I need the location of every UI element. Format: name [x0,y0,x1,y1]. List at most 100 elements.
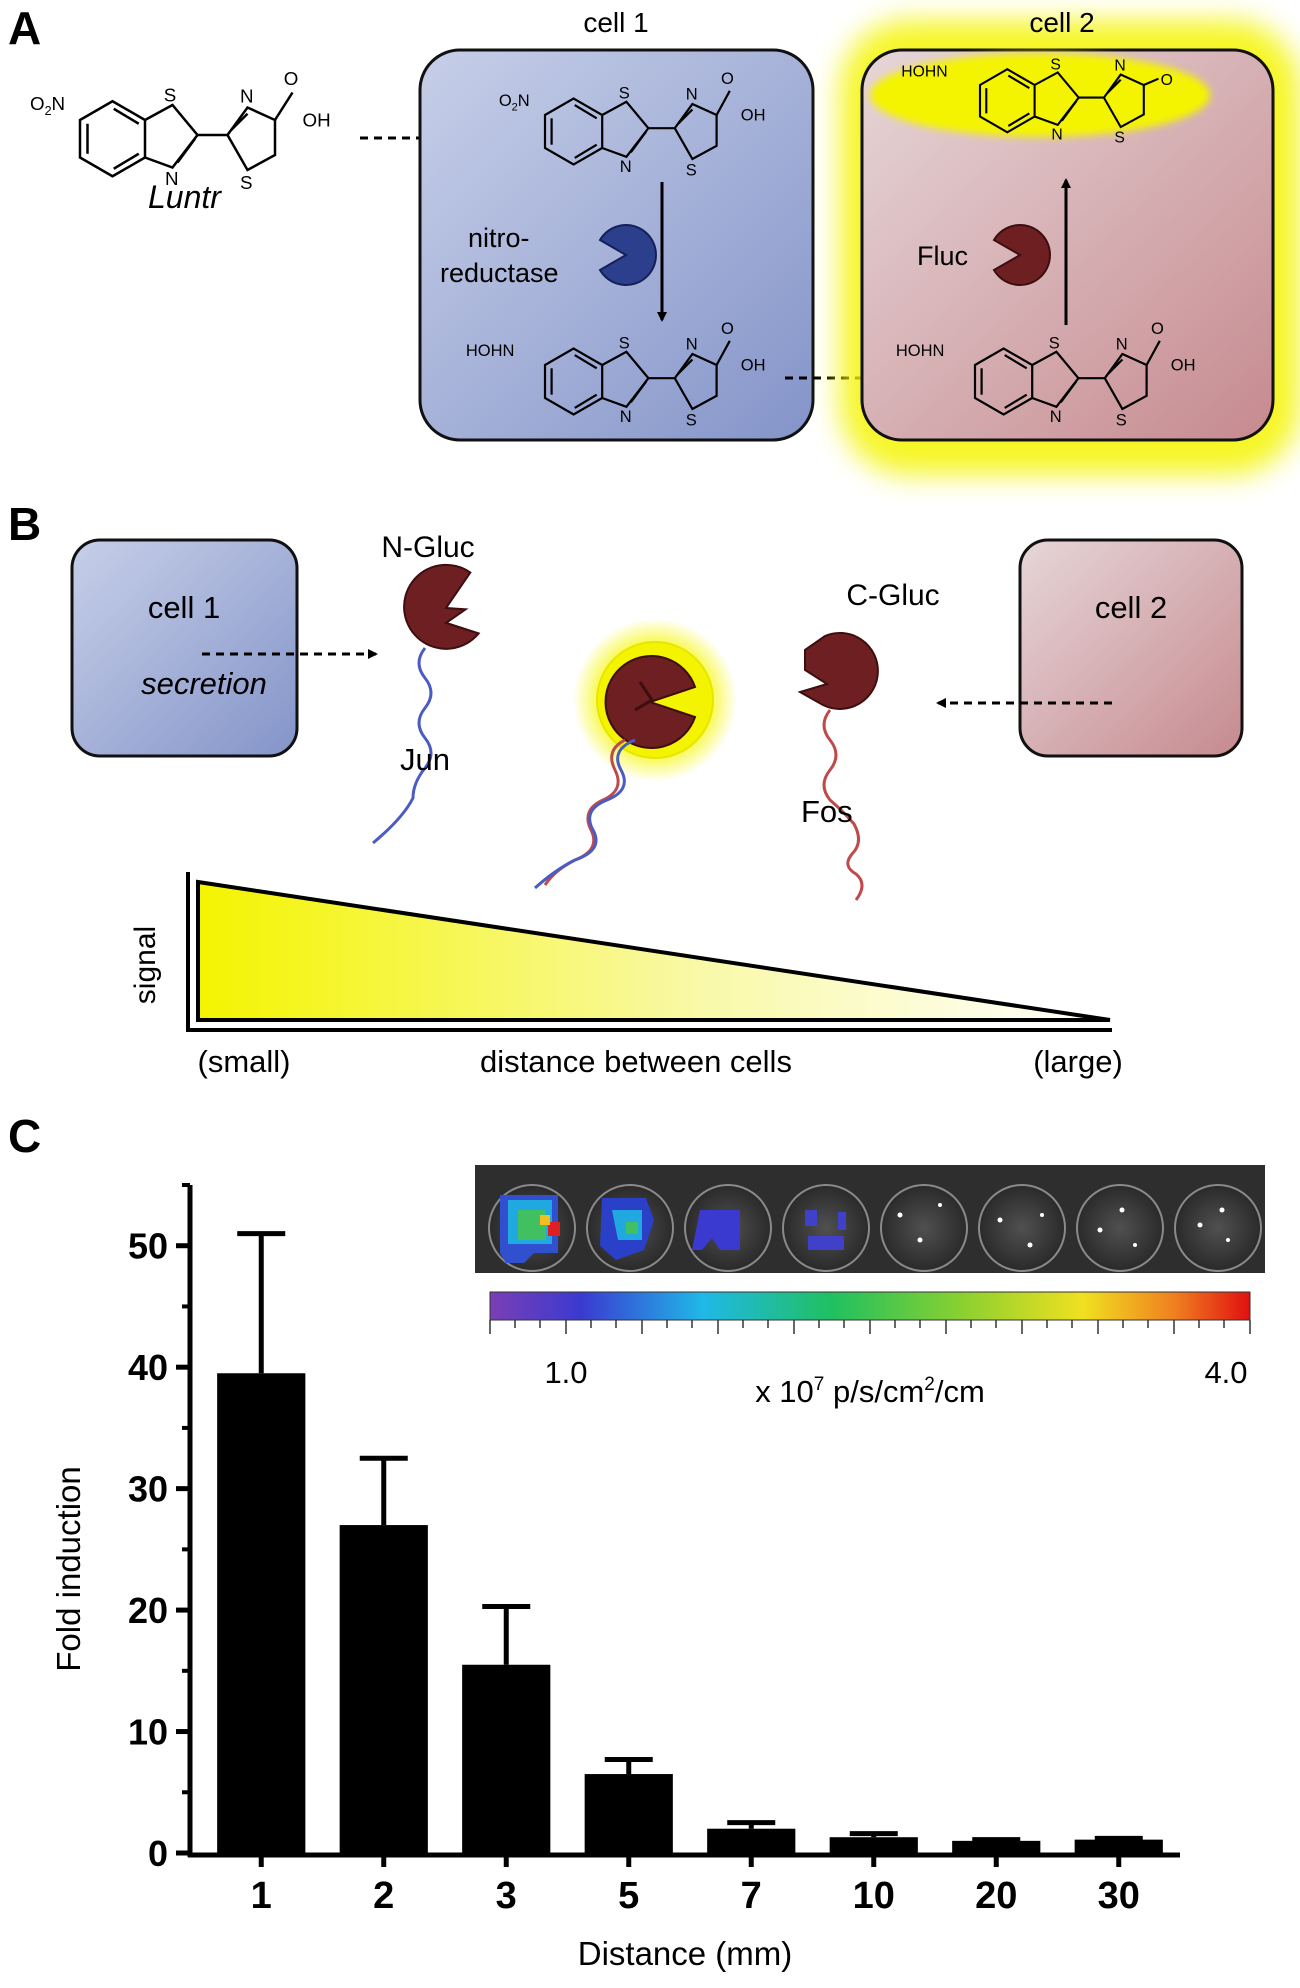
svg-text:O: O [721,70,734,88]
well-speckles [897,1203,1230,1248]
b-cell2-box [1018,538,1244,758]
b-cell2-label: cell 2 [1095,590,1167,625]
jun-strand-complex [533,738,636,890]
chem-s-2: S [240,172,253,193]
cell2-label: cell 2 [1029,7,1094,38]
well-5 [880,1184,968,1272]
svg-text:N: N [1114,57,1125,74]
cell1-nitro-molecule: O2N S N N S O OH [499,70,766,179]
y-tick-label-4: 40 [128,1347,168,1388]
signal-label: signal [129,926,162,1004]
small-label: (small) [198,1044,291,1079]
bar-3 [462,1664,551,1853]
y-tick-label-2: 20 [128,1590,168,1631]
y-tick-label-0: 0 [148,1833,168,1874]
svg-text:S: S [1049,335,1060,353]
svg-text:OH: OH [1171,357,1196,375]
y-tick-label-1: 10 [128,1712,168,1753]
cell2-substrate-molecule: HOHN S N N S O OH [896,320,1196,429]
enzyme1-line2: reductase [440,258,559,288]
cell1-hydroxylamine-molecule: HOHN S N N S O OH [466,320,766,429]
x-tick-label-10: 10 [853,1875,895,1917]
luntr-molecule: O2N S N N S O OH [30,68,331,193]
x-tick-label-30: 30 [1098,1875,1140,1917]
chem-n-2: N [240,86,254,107]
fos-label: Fos [801,794,853,829]
svg-text:OH: OH [741,357,766,375]
svg-text:S: S [1050,56,1061,73]
panel-a-letter: A [8,2,41,54]
svg-text:N: N [1051,127,1062,144]
bar-5 [584,1774,673,1853]
svg-text:N: N [686,336,698,354]
colorbar-max-label: 4.0 [1204,1355,1247,1390]
svg-text:S: S [619,335,630,353]
chem-o2n-luntr: O2N [30,93,65,118]
y-tick-label-5: 50 [128,1226,168,1267]
reconstituted-gluc-icon [604,655,697,749]
jun-label: Jun [400,742,450,777]
cgluc-fragment-icon [797,631,879,710]
x-tick-label-20: 20 [975,1875,1017,1917]
well-8 [1174,1184,1262,1272]
svg-text:N: N [620,158,632,176]
x-tick-label-7: 7 [741,1875,762,1917]
panel-c: C [8,1110,1265,1972]
colorbar [489,1291,1251,1321]
bar-1 [217,1373,306,1853]
fos-strand-complex [543,738,626,886]
svg-text:HOHN: HOHN [466,342,515,360]
svg-text:HOHN: HOHN [901,64,947,81]
oxyluciferin-glow [870,53,1210,137]
cgluc-label: C-Gluc [846,579,939,612]
enzyme2-label: Fluc [917,241,968,271]
svg-text:S: S [619,85,630,103]
b-secretion-label: secretion [141,666,267,701]
colorbar-min-label: 1.0 [544,1355,587,1390]
chem-oh-1: OH [303,109,331,130]
fos-strand [822,709,864,901]
oxyluciferin-molecule: HOHN S N N S O [901,56,1173,147]
svg-text:N: N [1050,408,1062,426]
svg-text:O: O [1161,72,1173,89]
x-tick-label-1: 1 [251,1875,272,1917]
luntr-label: Luntr [148,179,222,215]
bar-30 [1074,1839,1163,1853]
panel-c-letter: C [8,1110,41,1162]
well-7 [1076,1184,1164,1272]
well-6 [978,1184,1066,1272]
ngluc-label: N-Gluc [381,531,474,564]
y-tick-label-3: 30 [128,1469,168,1510]
bar-10 [829,1837,918,1853]
chem-s-1: S [164,84,177,105]
svg-text:N: N [1116,336,1128,354]
enzyme1-line1: nitro- [468,223,530,253]
svg-text:OH: OH [741,107,766,125]
svg-text:N: N [686,86,698,104]
panel-a: A O2N S N N S O OH Luntr cell 1 O2N S N … [8,2,1300,475]
svg-text:S: S [686,412,697,430]
x-axis-label: Distance (mm) [578,1935,793,1972]
svg-text:HOHN: HOHN [896,342,945,360]
ngluc-fragment-icon [403,563,481,650]
svg-text:O2N: O2N [499,92,530,113]
svg-text:S: S [1116,412,1127,430]
svg-text:O: O [1151,320,1164,338]
well-4 [782,1184,870,1272]
bar-20 [952,1840,1041,1853]
large-label: (large) [1033,1044,1123,1079]
svg-text:N: N [620,408,632,426]
panel-b: B cell 1 secretion N-Gluc Jun C-Gluc Fos [8,498,1244,1079]
colorbar-unit-label: x 107 p/s/cm2/cm [755,1374,985,1409]
x-tick-label-2: 2 [373,1875,394,1917]
svg-text:O: O [721,320,734,338]
cell1-label: cell 1 [583,7,648,38]
y-axis-label: Fold induction [50,1466,87,1671]
b-cell1-label: cell 1 [148,590,220,625]
distance-axis-label: distance between cells [480,1044,792,1079]
x-tick-label-3: 3 [496,1875,517,1917]
x-tick-label-5: 5 [618,1875,639,1917]
bar-7 [707,1828,796,1853]
